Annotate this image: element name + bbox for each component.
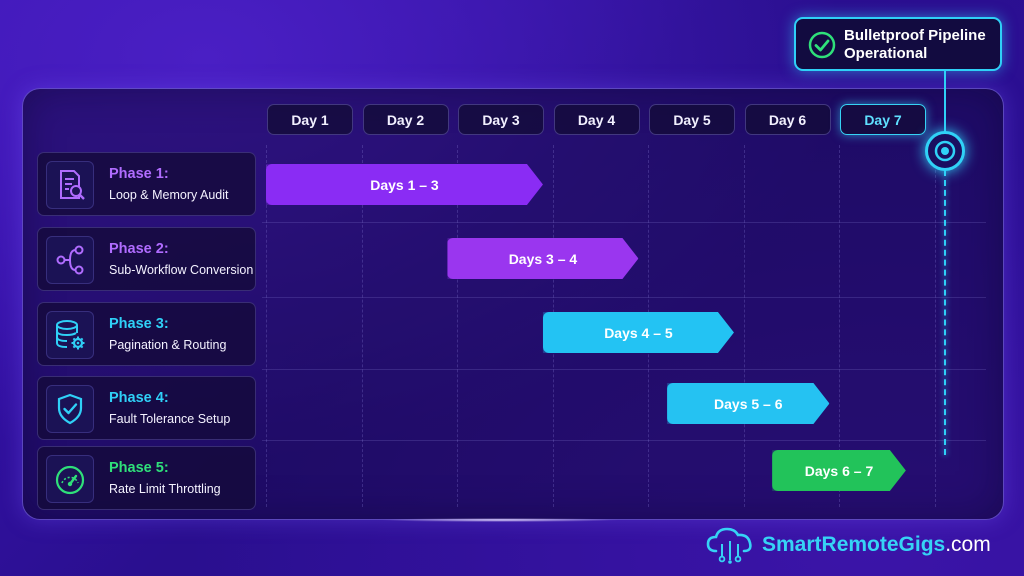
panel-glow [380,518,620,522]
phase-card-1: Phase 1: Loop & Memory Audit [37,152,256,216]
day-header-4: Day 4 [553,104,640,135]
grid-line-vertical [266,145,267,507]
milestone-callout: Bulletproof Pipeline Operational [794,17,1002,71]
brand-logo[interactable]: SmartRemoteGigs.com [704,522,1004,566]
phase-card-3: Phase 3: Pagination & Routing [37,302,256,366]
day-header-3: Day 3 [458,104,544,135]
phase-name: Pagination & Routing [109,338,227,352]
check-circle-icon [808,31,836,59]
day-header-5: Day 5 [649,104,735,135]
cloud-circuit-icon [706,527,752,564]
phase-title: Phase 3: [109,316,169,332]
grid-line-vertical [361,145,363,507]
phase-name: Rate Limit Throttling [109,482,221,496]
phase-name: Sub-Workflow Conversion [109,263,254,277]
gantt-bar-phase-5: Days 6 – 7 [772,450,906,491]
phase-name: Loop & Memory Audit [109,188,229,202]
phase-title: Phase 1: [109,166,169,182]
day-header-1: Day 1 [267,104,353,135]
grid-line-horizontal [262,297,986,298]
grid-line-horizontal [262,369,986,370]
day-header-2: Day 2 [362,104,449,135]
grid-line-vertical [839,145,840,507]
target-icon [925,131,965,171]
grid-line-vertical [934,145,936,507]
milestone-connector [944,70,946,134]
database-gear-icon [46,311,94,359]
speedometer-icon [46,455,94,503]
grid-line-vertical [743,145,745,507]
gantt-bar-phase-1: Days 1 – 3 [266,164,543,205]
milestone-label: Bulletproof Pipeline Operational [844,27,986,62]
grid-line-horizontal [262,440,986,441]
phase-title: Phase 4: [109,390,169,406]
phase-title: Phase 2: [109,241,169,257]
phase-name: Fault Tolerance Setup [109,412,231,426]
gantt-bar-phase-3: Days 4 – 5 [543,312,734,353]
brand-name: SmartRemoteGigs.com [762,533,991,556]
day-header-7: Day 7 [840,104,926,135]
document-search-icon [46,161,94,209]
grid-line-vertical [457,145,458,507]
phase-title: Phase 5: [109,460,169,476]
gantt-bar-phase-4: Days 5 – 6 [667,383,829,424]
phase-card-5: Phase 5: Rate Limit Throttling [37,446,256,510]
milestone-line [944,170,946,455]
grid-line-horizontal [262,222,986,223]
workflow-nodes-icon [46,236,94,284]
gantt-bar-phase-2: Days 3 – 4 [447,238,638,279]
shield-check-icon [46,385,94,433]
phase-card-2: Phase 2: Sub-Workflow Conversion [37,227,256,291]
phase-card-4: Phase 4: Fault Tolerance Setup [37,376,256,440]
day-header-6: Day 6 [744,104,831,135]
